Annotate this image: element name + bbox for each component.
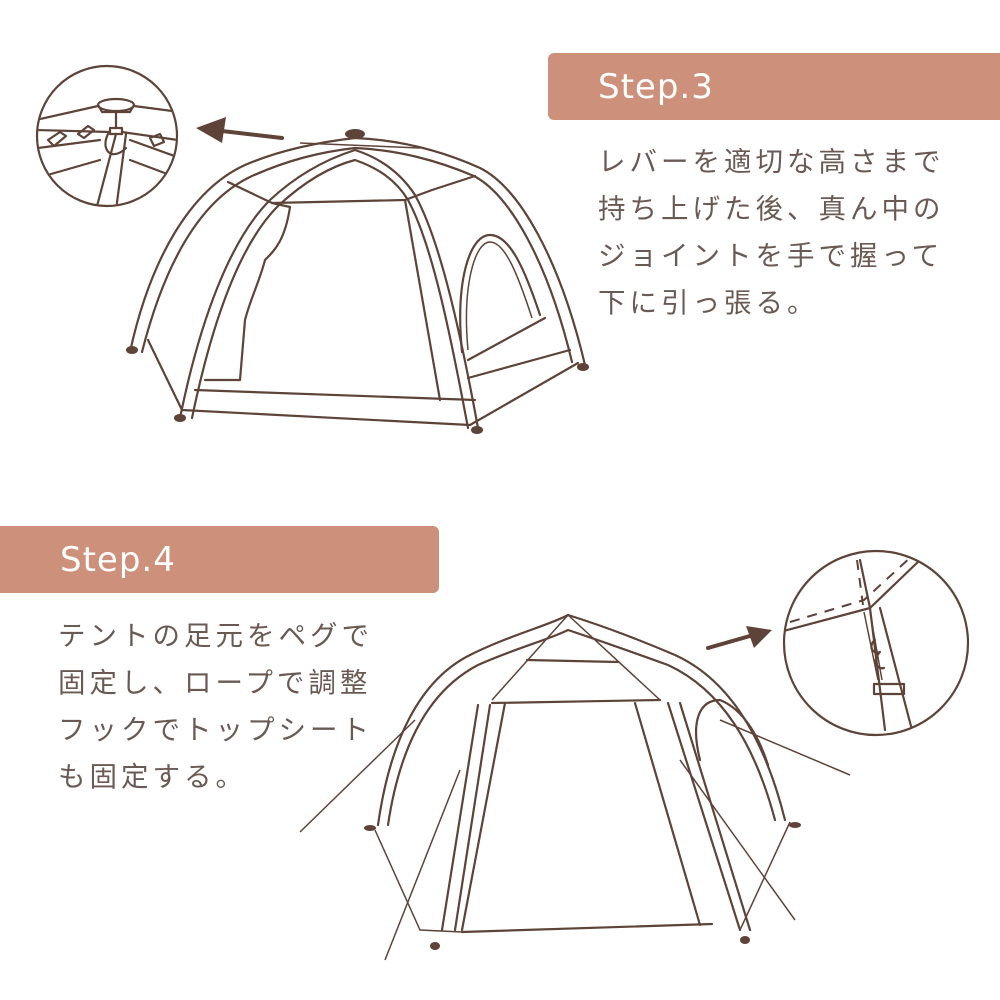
tent-top-hub-pull-down [126,129,589,434]
hub-joint-magnified-icon [35,64,179,208]
step-4-banner: Step.4 [0,526,439,593]
arrow-right-icon [706,626,772,650]
step-3-description: レバーを適切な高さまで 持ち上げた後、真ん中の ジョイントを手で握って 下に引っ… [598,146,945,319]
step-3-banner: Step.3 [548,53,1000,120]
step-3-label: Step.3 [598,66,714,107]
tent-pegged-with-ropes [299,613,851,961]
step-4-description: テントの足元をペグで 固定し、ロープで調整 フックでトップシート も固定する。 [58,620,373,793]
topsheet-hook-magnified-icon [782,549,970,737]
step-4-label: Step.4 [60,539,176,580]
arrow-left-icon [196,117,284,143]
